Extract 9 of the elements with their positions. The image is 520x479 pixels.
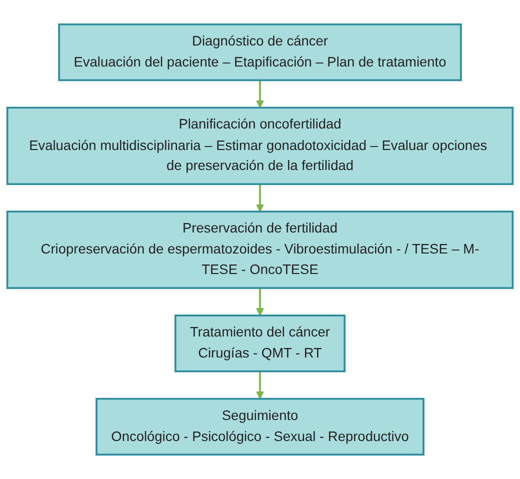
node-box: Diagnóstico de cáncer Evaluación del paciente – Etapificación – Plan de tratamiento [58,23,462,82]
arrow [256,371,264,400]
node-box: Tratamiento del cáncer Cirugías - QMT - RT [174,314,346,372]
node-box: Planificación oncofertilidad Evaluación multidisciplinaria – Estimar gonadotoxicidad – Evaluar opciones de preservación de la fertilidad [6,106,514,186]
node-box: Preservación de fertilidad Criopreservación de espermatozoides - Vibroestimulación - / TESE – M-TESE - OncoTESE [6,210,514,289]
arrow [256,184,264,212]
arrow [256,80,264,108]
arrow [256,288,264,316]
node-box: Seguimiento Oncológico - Psicológico - Sexual - Reproductivo [96,398,424,456]
